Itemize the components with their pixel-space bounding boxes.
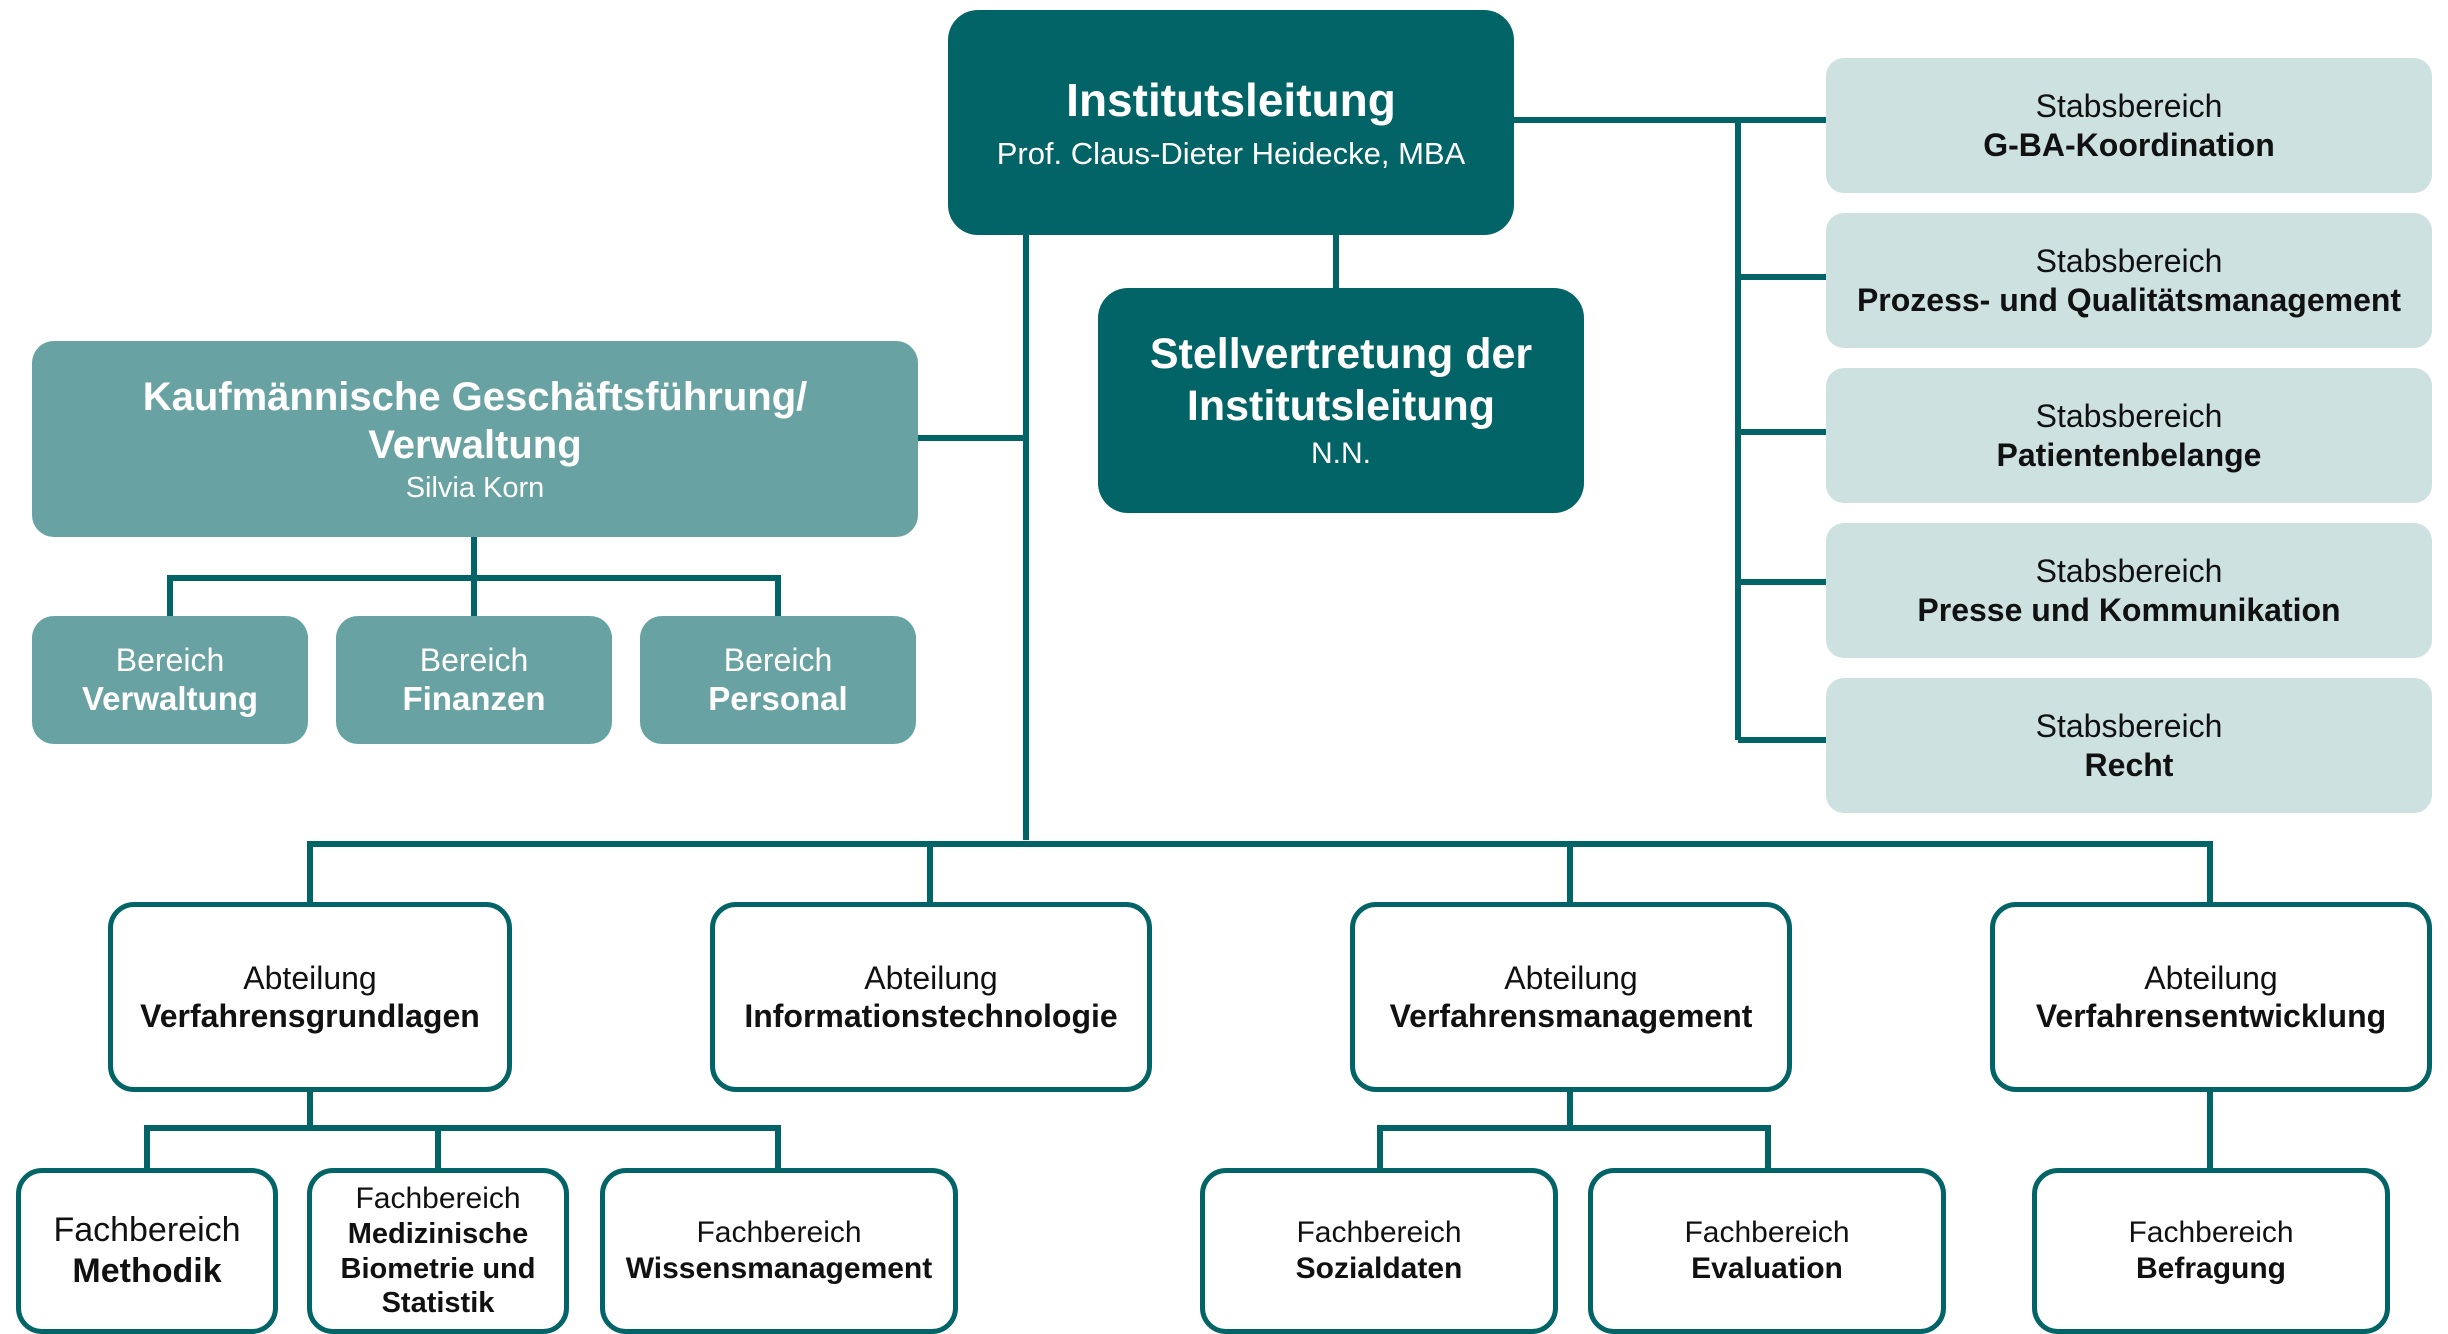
stabsbereich-patientenbelange[interactable]: Stabsbereich Patientenbelange	[1826, 368, 2432, 503]
stabsbereich-name: Patientenbelange	[1996, 436, 2262, 473]
stabsbereich-name: G-BA-Koordination	[1983, 126, 2275, 163]
kaufmaennisch-box[interactable]: Kaufmännische Geschäftsführung/ Verwaltu…	[32, 341, 918, 537]
stabsbereich-prefix: Stabsbereich	[2035, 243, 2223, 280]
fachbereich-prefix: Fachbereich	[355, 1181, 521, 1215]
abteilung-verfahrensentwicklung[interactable]: Abteilung Verfahrensentwicklung	[1990, 902, 2432, 1092]
bereich-name: Personal	[708, 680, 848, 718]
abteilung-prefix: Abteilung	[2144, 959, 2278, 996]
stabsbereich-prefix: Stabsbereich	[2035, 708, 2223, 745]
stabsbereich-prozess-qualitaetsmanagement[interactable]: Stabsbereich Prozess- und Qualitätsmanag…	[1826, 213, 2432, 348]
stabsbereich-name: Recht	[2084, 746, 2174, 783]
fachbereich-wissensmanagement[interactable]: Fachbereich Wissensmanagement	[600, 1168, 958, 1334]
fachbereich-sozialdaten[interactable]: Fachbereich Sozialdaten	[1200, 1168, 1558, 1334]
fachbereich-evaluation[interactable]: Fachbereich Evaluation	[1588, 1168, 1946, 1334]
fachbereich-name-line1: Medizinische	[347, 1217, 529, 1250]
bereich-finanzen[interactable]: Bereich Finanzen	[336, 616, 612, 744]
fachbereich-name: Wissensmanagement	[625, 1252, 933, 1285]
connector-line	[144, 1125, 781, 1170]
institutsleitung-name: Prof. Claus-Dieter Heidecke, MBA	[996, 135, 1466, 171]
kaufmaennisch-title-line2: Verwaltung	[368, 422, 582, 467]
fachbereich-name: Evaluation	[1691, 1252, 1843, 1285]
kaufmaennisch-name: Silvia Korn	[405, 471, 545, 504]
stabsbereich-prefix: Stabsbereich	[2035, 398, 2223, 435]
fachbereich-name: Methodik	[72, 1252, 222, 1290]
stabsbereich-prefix: Stabsbereich	[2035, 88, 2223, 125]
bereich-prefix: Bereich	[115, 642, 225, 678]
abteilung-name: Informationstechnologie	[744, 998, 1118, 1034]
connector-line	[1377, 1125, 1771, 1170]
institutsleitung-title: Institutsleitung	[1066, 74, 1396, 127]
abteilung-name: Verfahrensentwicklung	[2035, 998, 2387, 1034]
bereich-name: Finanzen	[402, 680, 546, 718]
fachbereich-befragung[interactable]: Fachbereich Befragung	[2032, 1168, 2390, 1334]
stellvertretung-title-line1: Stellvertretung der	[1149, 329, 1533, 378]
stabsbereich-name: Prozess- und Qualitätsmanagement	[1856, 281, 2402, 318]
abteilung-name: Verfahrensmanagement	[1389, 998, 1753, 1034]
stabsbereich-prefix: Stabsbereich	[2035, 553, 2223, 590]
fachbereich-prefix: Fachbereich	[696, 1216, 862, 1249]
kaufmaennisch-title-line1: Kaufmännische Geschäftsführung/	[142, 374, 808, 419]
abteilung-verfahrensgrundlagen[interactable]: Abteilung Verfahrensgrundlagen	[108, 902, 512, 1092]
abteilung-prefix: Abteilung	[1504, 959, 1638, 996]
fachbereich-name: Befragung	[2136, 1252, 2286, 1285]
stabsbereich-recht[interactable]: Stabsbereich Recht	[1826, 678, 2432, 813]
stellvertretung-title-line2: Institutsleitung	[1186, 381, 1496, 430]
fachbereich-prefix: Fachbereich	[53, 1211, 241, 1250]
fachbereich-name: Sozialdaten	[1295, 1252, 1463, 1285]
abteilung-informationstechnologie[interactable]: Abteilung Informationstechnologie	[710, 902, 1152, 1092]
fachbereich-name-line2: Biometrie und	[340, 1252, 536, 1285]
stabsbereich-name: Presse und Kommunikation	[1917, 591, 2341, 628]
stabsbereich-g-ba-koordination[interactable]: Stabsbereich G-BA-Koordination	[1826, 58, 2432, 193]
connector-line	[307, 841, 2213, 904]
stellvertretung-name: N.N.	[1311, 437, 1371, 471]
abteilung-name: Verfahrensgrundlagen	[140, 998, 480, 1034]
abteilung-verfahrensmanagement[interactable]: Abteilung Verfahrensmanagement	[1350, 902, 1792, 1092]
fachbereich-name-line3: Statistik	[381, 1287, 495, 1320]
fachbereich-medizinische-biometrie-statistik[interactable]: Fachbereich Medizinische Biometrie und S…	[307, 1168, 569, 1334]
fachbereich-methodik[interactable]: Fachbereich Methodik	[16, 1168, 278, 1334]
fachbereich-prefix: Fachbereich	[1296, 1216, 1462, 1249]
fachbereich-prefix: Fachbereich	[1684, 1216, 1850, 1249]
abteilung-prefix: Abteilung	[864, 959, 998, 996]
bereich-personal[interactable]: Bereich Personal	[640, 616, 916, 744]
bereich-prefix: Bereich	[419, 642, 529, 678]
bereich-verwaltung[interactable]: Bereich Verwaltung	[32, 616, 308, 744]
abteilung-prefix: Abteilung	[243, 959, 377, 996]
fachbereich-prefix: Fachbereich	[2128, 1216, 2294, 1249]
bereich-name: Verwaltung	[81, 680, 259, 718]
stabsbereich-presse-kommunikation[interactable]: Stabsbereich Presse und Kommunikation	[1826, 523, 2432, 658]
stellvertretung-box[interactable]: Stellvertretung der Institutsleitung N.N…	[1098, 288, 1584, 513]
institutsleitung-box[interactable]: Institutsleitung Prof. Claus-Dieter Heid…	[948, 10, 1514, 235]
bereich-prefix: Bereich	[723, 642, 833, 678]
